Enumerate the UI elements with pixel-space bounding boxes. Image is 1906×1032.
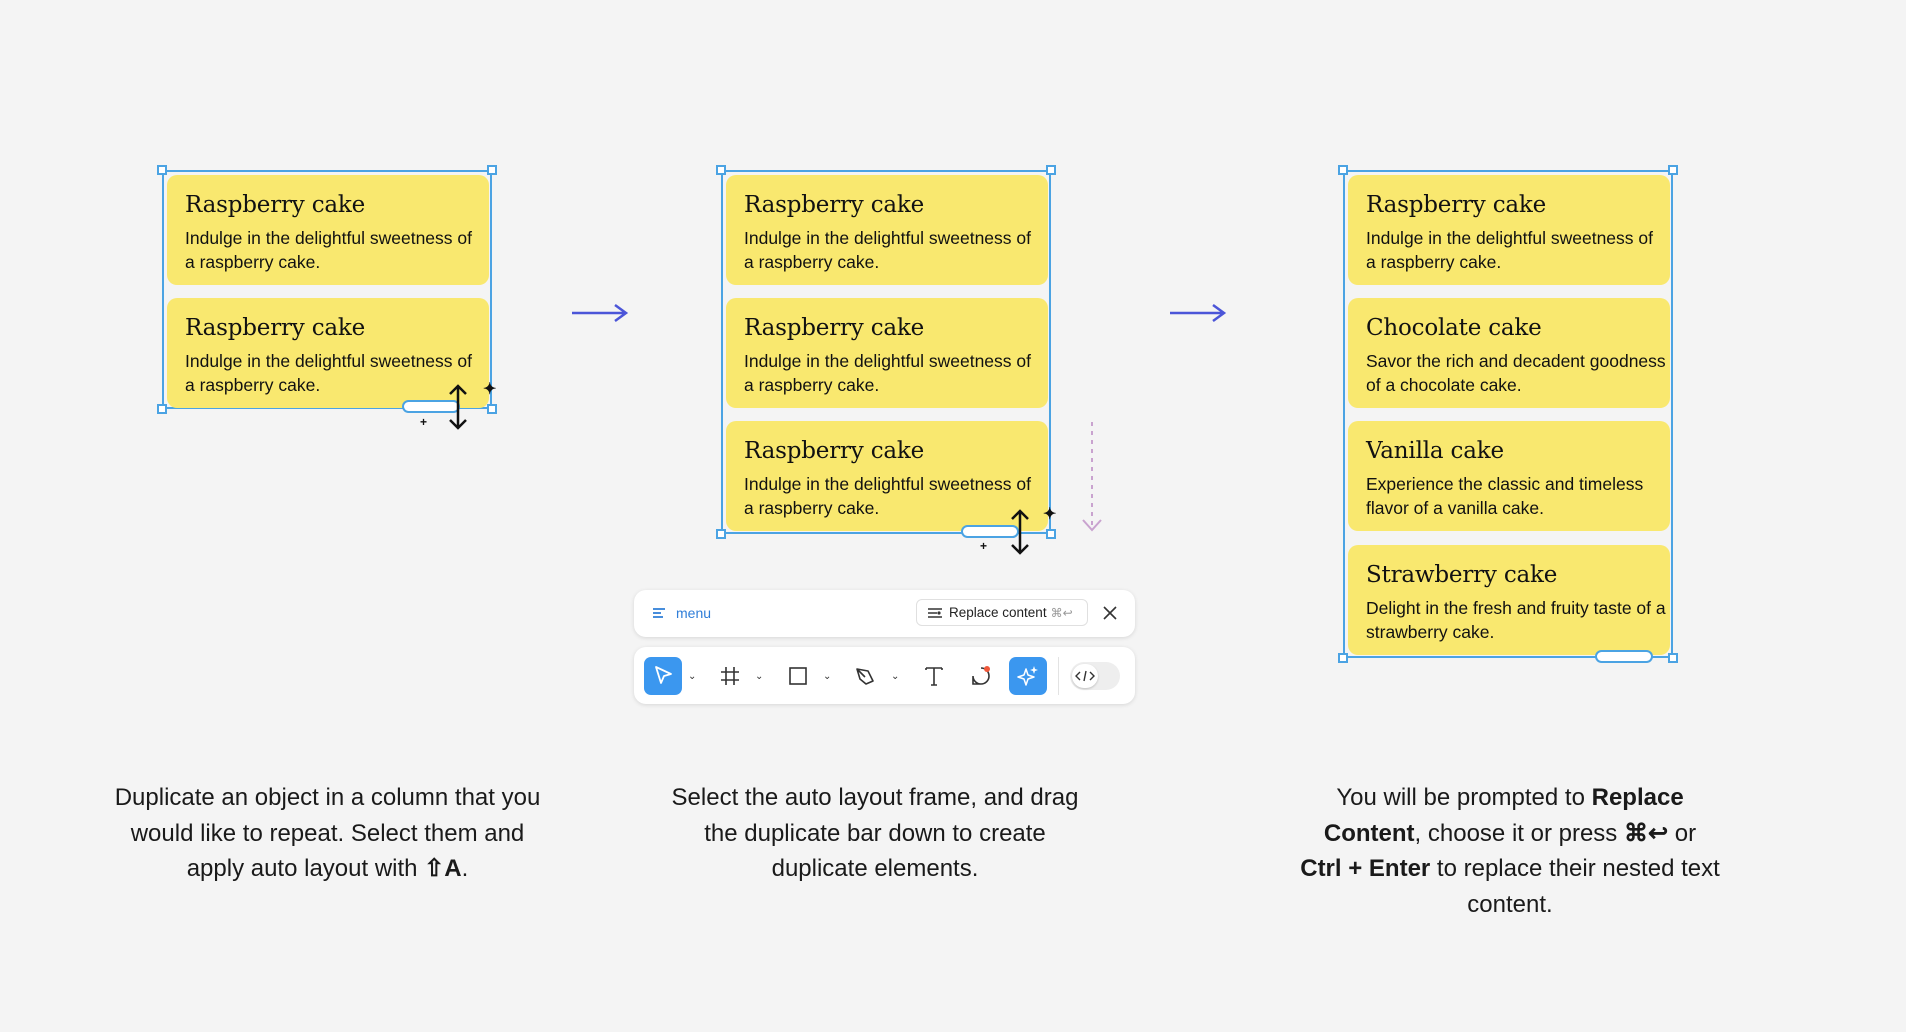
card-description: Experience the classic and timeless flav… [1366,474,1644,518]
shortcut-text: Ctrl + Enter [1300,855,1431,882]
chevron-down-icon[interactable]: ⌄ [688,671,697,682]
auto-layout-frame-3[interactable]: Raspberry cake Indulge in the delightful… [1343,170,1673,658]
card[interactable]: Raspberry cake Indulge in the delightful… [1348,175,1670,285]
caption-step-1: Duplicate an object in a column that you… [100,780,555,887]
replace-content-shortcut: ⌘↩ [1050,606,1073,620]
resize-cursor-icon [449,384,467,430]
caption-text: You will be prompted to [1336,784,1592,811]
rectangle-tool-button[interactable] [779,657,817,695]
close-icon[interactable] [1102,605,1118,621]
caption-bold: Replace Content [1323,784,1684,847]
replace-content-button[interactable]: Replace content⌘↩ [916,599,1088,626]
resize-cursor-icon [1011,509,1029,555]
card-title: Chocolate cake [1366,315,1542,341]
sparkle-icon: ✦ [1043,506,1057,523]
dev-mode-toggle[interactable] [1070,662,1120,690]
card-description: Savor the rich and decadent goodness of … [1366,351,1666,395]
shortcut-text: ⇧A [424,855,462,882]
card-description: Indulge in the delightful sweetness of a… [744,474,1031,518]
resize-handle[interactable] [1668,653,1678,663]
card-title: Raspberry cake [185,315,366,341]
card[interactable]: Raspberry cake Indulge in the delightful… [726,298,1048,408]
dev-mode-icon [1075,670,1095,682]
resize-handle[interactable] [157,165,167,175]
card[interactable]: Vanilla cake Experience the classic and … [1348,421,1670,531]
ai-tool-button[interactable] [1009,657,1047,695]
card-description: Delight in the fresh and fruity taste of… [1366,598,1666,642]
card[interactable]: Strawberry cake Delight in the fresh and… [1348,545,1670,655]
card[interactable]: Chocolate cake Savor the rich and decade… [1348,298,1670,408]
text-icon [925,667,943,686]
card-description: Indulge in the delightful sweetness of a… [744,228,1031,272]
dev-mode-knob [1072,664,1098,688]
card[interactable]: Raspberry cake Indulge in the delightful… [167,298,489,408]
resize-handle[interactable] [1046,165,1056,175]
sparkle-icon: + [420,415,428,429]
resize-handle[interactable] [1338,165,1348,175]
move-icon [655,666,672,684]
resize-handle[interactable] [716,165,726,175]
card-description: Indulge in the delightful sweetness of a… [185,228,472,272]
auto-layout-frame-2[interactable]: Raspberry cake Indulge in the delightful… [721,170,1051,534]
chevron-down-icon[interactable]: ⌄ [755,671,764,682]
duplicate-bar[interactable] [961,525,1019,538]
quick-actions-menu: menu Replace content⌘↩ [634,590,1135,637]
frame-icon [721,667,739,685]
comment-icon [972,666,990,685]
card-title: Raspberry cake [744,315,925,341]
caption-text: , choose it or press [1414,819,1624,847]
caption-text: . [461,855,469,882]
comment-tool-button[interactable] [962,657,1000,695]
resize-handle[interactable] [157,404,167,414]
card-title: Raspberry cake [185,192,366,218]
card[interactable]: Raspberry cake Indulge in the delightful… [726,421,1048,531]
card[interactable]: Raspberry cake Indulge in the delightful… [167,175,489,285]
toolbar-divider [1058,657,1059,695]
pen-icon [856,668,874,685]
resize-handle[interactable] [487,404,497,414]
pen-tool-button[interactable] [846,657,884,695]
card-title: Vanilla cake [1366,438,1504,464]
rectangle-icon [789,667,807,685]
caption-step-3: You will be prompted to Replace Content,… [1300,780,1720,922]
resize-handle[interactable] [1668,165,1678,175]
text-tool-button[interactable] [915,657,953,695]
card-title: Raspberry cake [744,438,925,464]
card-description: Indulge in the delightful sweetness of a… [185,351,472,395]
frame-tool-button[interactable] [711,657,749,695]
replace-content-label: Replace content [949,605,1047,620]
chevron-down-icon[interactable]: ⌄ [823,671,832,682]
arrow-right-icon [572,303,629,323]
arrow-right-icon [1170,303,1227,323]
ai-sparkle-icon [1017,666,1038,686]
resize-handle[interactable] [1338,653,1348,663]
card[interactable]: Raspberry cake Indulge in the delightful… [726,175,1048,285]
card-title: Raspberry cake [744,192,925,218]
chevron-down-icon[interactable]: ⌄ [891,671,900,682]
caption-text: to replace their nested text content. [1430,855,1720,918]
caption-text: Duplicate an object in a column that you… [114,784,541,882]
move-tool-button[interactable] [644,657,682,695]
caption-text: or [1668,819,1697,847]
card-description: Indulge in the delightful sweetness of a… [744,351,1031,395]
sparkle-icon: ✦ [483,381,497,398]
card-title: Strawberry cake [1366,562,1558,588]
caption-text: Select the auto layout frame, and drag t… [671,784,1079,882]
auto-layout-frame-1[interactable]: Raspberry cake Indulge in the delightful… [162,170,492,409]
shortcut-text: ⌘↩ [1623,819,1669,847]
drag-down-arrow-icon [1082,422,1102,532]
card-description: Indulge in the delightful sweetness of a… [1366,228,1653,272]
resize-handle[interactable] [487,165,497,175]
resize-handle[interactable] [1046,529,1056,539]
resize-handle[interactable] [716,529,726,539]
duplicate-bar[interactable] [1595,650,1653,663]
caption-step-2: Select the auto layout frame, and drag t… [670,780,1080,887]
toolbar: ⌄ ⌄ ⌄ ⌄ [634,647,1135,704]
card-title: Raspberry cake [1366,192,1547,218]
menu-label: menu [676,605,712,621]
sparkle-icon: + [980,539,988,553]
menu-icon [653,608,665,618]
replace-content-icon [928,608,942,618]
